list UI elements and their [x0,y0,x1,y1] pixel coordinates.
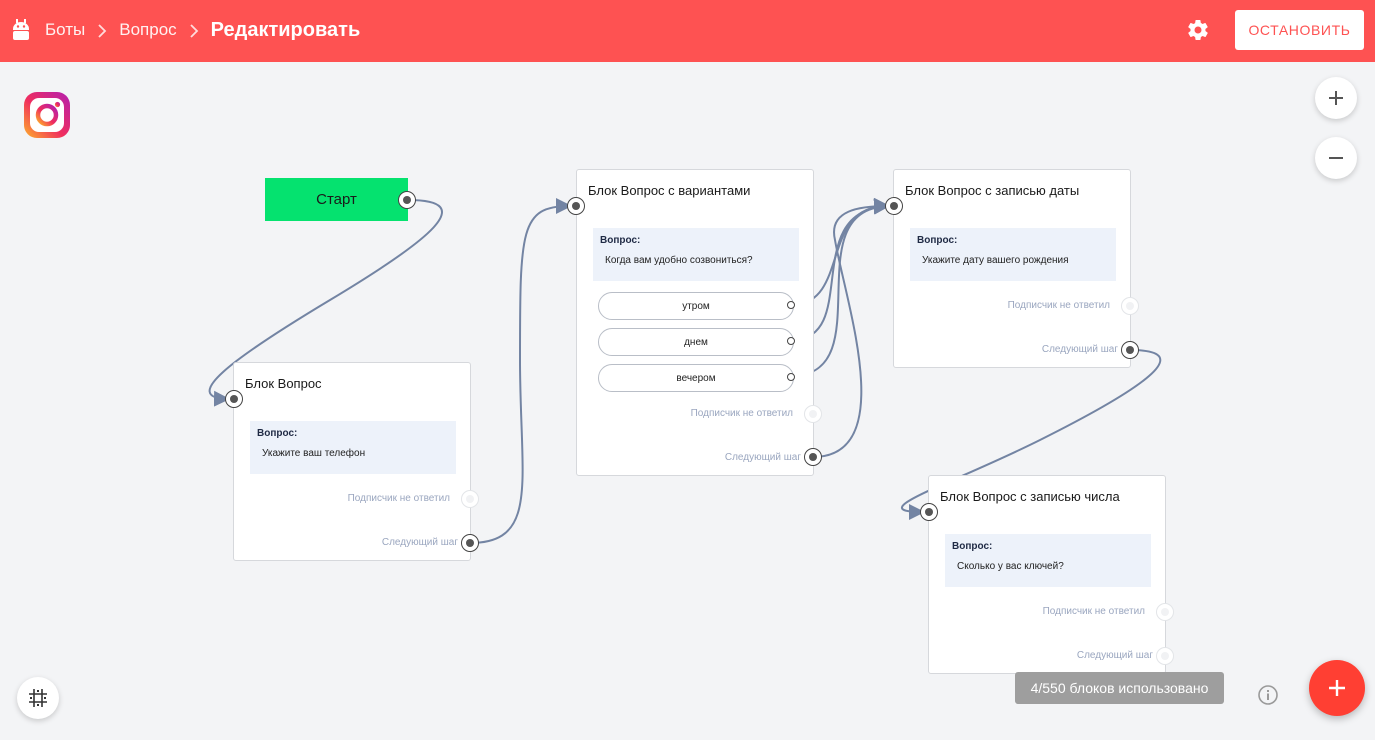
next-step-label: Следующий шаг [724,452,801,463]
grid-toggle-button[interactable] [17,677,59,719]
start-node[interactable]: Старт [265,178,408,221]
block3-next-port[interactable] [1121,341,1139,359]
next-step-label: Следующий шаг [1041,344,1118,355]
link-block2-next-to-block3 [812,198,890,458]
no-answer-label: Подписчик не ответил [1042,606,1145,617]
no-answer-label: Подписчик не ответил [1007,300,1110,311]
block3-no-answer-port[interactable] [1121,297,1139,315]
option-day-port[interactable] [787,337,795,345]
breadcrumb-bots[interactable]: Боты [45,20,86,39]
block4-next-port[interactable] [1156,647,1174,665]
block-title: Блок Вопрос с записью числа [940,489,1120,504]
option-morning-port[interactable] [787,301,795,309]
block4-input-port[interactable] [920,503,938,521]
option-evening[interactable]: вечером [598,364,794,392]
no-answer-label: Подписчик не ответил [347,493,450,504]
question-block-options[interactable]: Блок Вопрос с вариантами Вопрос: Когда в… [576,169,814,476]
add-icon [1329,680,1345,696]
option-label: вечером [676,372,716,384]
question-text: Укажите ваш телефон [262,448,366,459]
block1-input-port[interactable] [225,390,243,408]
question-block-phone[interactable]: Блок Вопрос Вопрос: Укажите ваш телефон … [233,362,471,561]
blocks-counter: 4/550 блоков использовано [1015,672,1224,704]
question-text: Укажите дату вашего рождения [922,255,1069,266]
question-label: Вопрос: [257,428,298,439]
question-box: Вопрос: Укажите дату вашего рождения [910,228,1116,281]
question-box: Вопрос: Когда вам удобно созвониться? [593,228,799,281]
zoom-out-button[interactable] [1315,137,1357,179]
question-block-number[interactable]: Блок Вопрос с записью числа Вопрос: Скол… [928,475,1166,674]
breadcrumb: Боты Вопрос Редактировать [45,0,360,60]
block4-no-answer-port[interactable] [1156,603,1174,621]
question-box: Вопрос: Сколько у вас ключей? [945,534,1151,587]
no-answer-label: Подписчик не ответил [690,408,793,419]
block2-next-port[interactable] [804,448,822,466]
add-block-button[interactable] [1309,660,1365,716]
chevron-right-icon [97,22,107,38]
option-label: утром [682,300,710,312]
plus-icon [1329,91,1343,105]
block2-no-answer-port[interactable] [804,405,822,423]
option-evening-port[interactable] [787,373,795,381]
bot-icon[interactable] [11,18,31,42]
block3-input-port[interactable] [885,197,903,215]
breadcrumb-question[interactable]: Вопрос [119,20,177,39]
next-step-label: Следующий шаг [381,537,458,548]
question-block-date[interactable]: Блок Вопрос с записью даты Вопрос: Укажи… [893,169,1131,368]
option-morning[interactable]: утром [598,292,794,320]
grid-icon [29,689,47,707]
chevron-right-icon [189,22,199,38]
question-label: Вопрос: [917,235,958,246]
block-title: Блок Вопрос с записью даты [905,183,1080,198]
top-bar: Боты Вопрос Редактировать ОСТАНОВИТЬ [0,0,1375,62]
start-label: Старт [316,191,357,208]
info-icon[interactable] [1257,684,1279,706]
question-box: Вопрос: Укажите ваш телефон [250,421,456,474]
option-label: днем [684,336,708,348]
minus-icon [1329,157,1343,159]
page-title: Редактировать [210,18,361,41]
block2-input-port[interactable] [567,197,585,215]
start-output-port[interactable] [398,191,416,209]
link-block1-to-block2 [469,198,572,544]
question-text: Когда вам удобно созвониться? [605,255,753,266]
block-title: Блок Вопрос [245,376,322,391]
block1-no-answer-port[interactable] [461,490,479,508]
block-title: Блок Вопрос с вариантами [588,183,751,198]
next-step-label: Следующий шаг [1076,650,1153,661]
question-label: Вопрос: [952,541,993,552]
question-text: Сколько у вас ключей? [957,561,1064,572]
question-label: Вопрос: [600,235,641,246]
block1-next-port[interactable] [461,534,479,552]
gear-icon[interactable] [1186,18,1210,42]
option-day[interactable]: днем [598,328,794,356]
zoom-in-button[interactable] [1315,77,1357,119]
stop-button[interactable]: ОСТАНОВИТЬ [1235,10,1364,50]
instagram-icon [24,92,70,138]
